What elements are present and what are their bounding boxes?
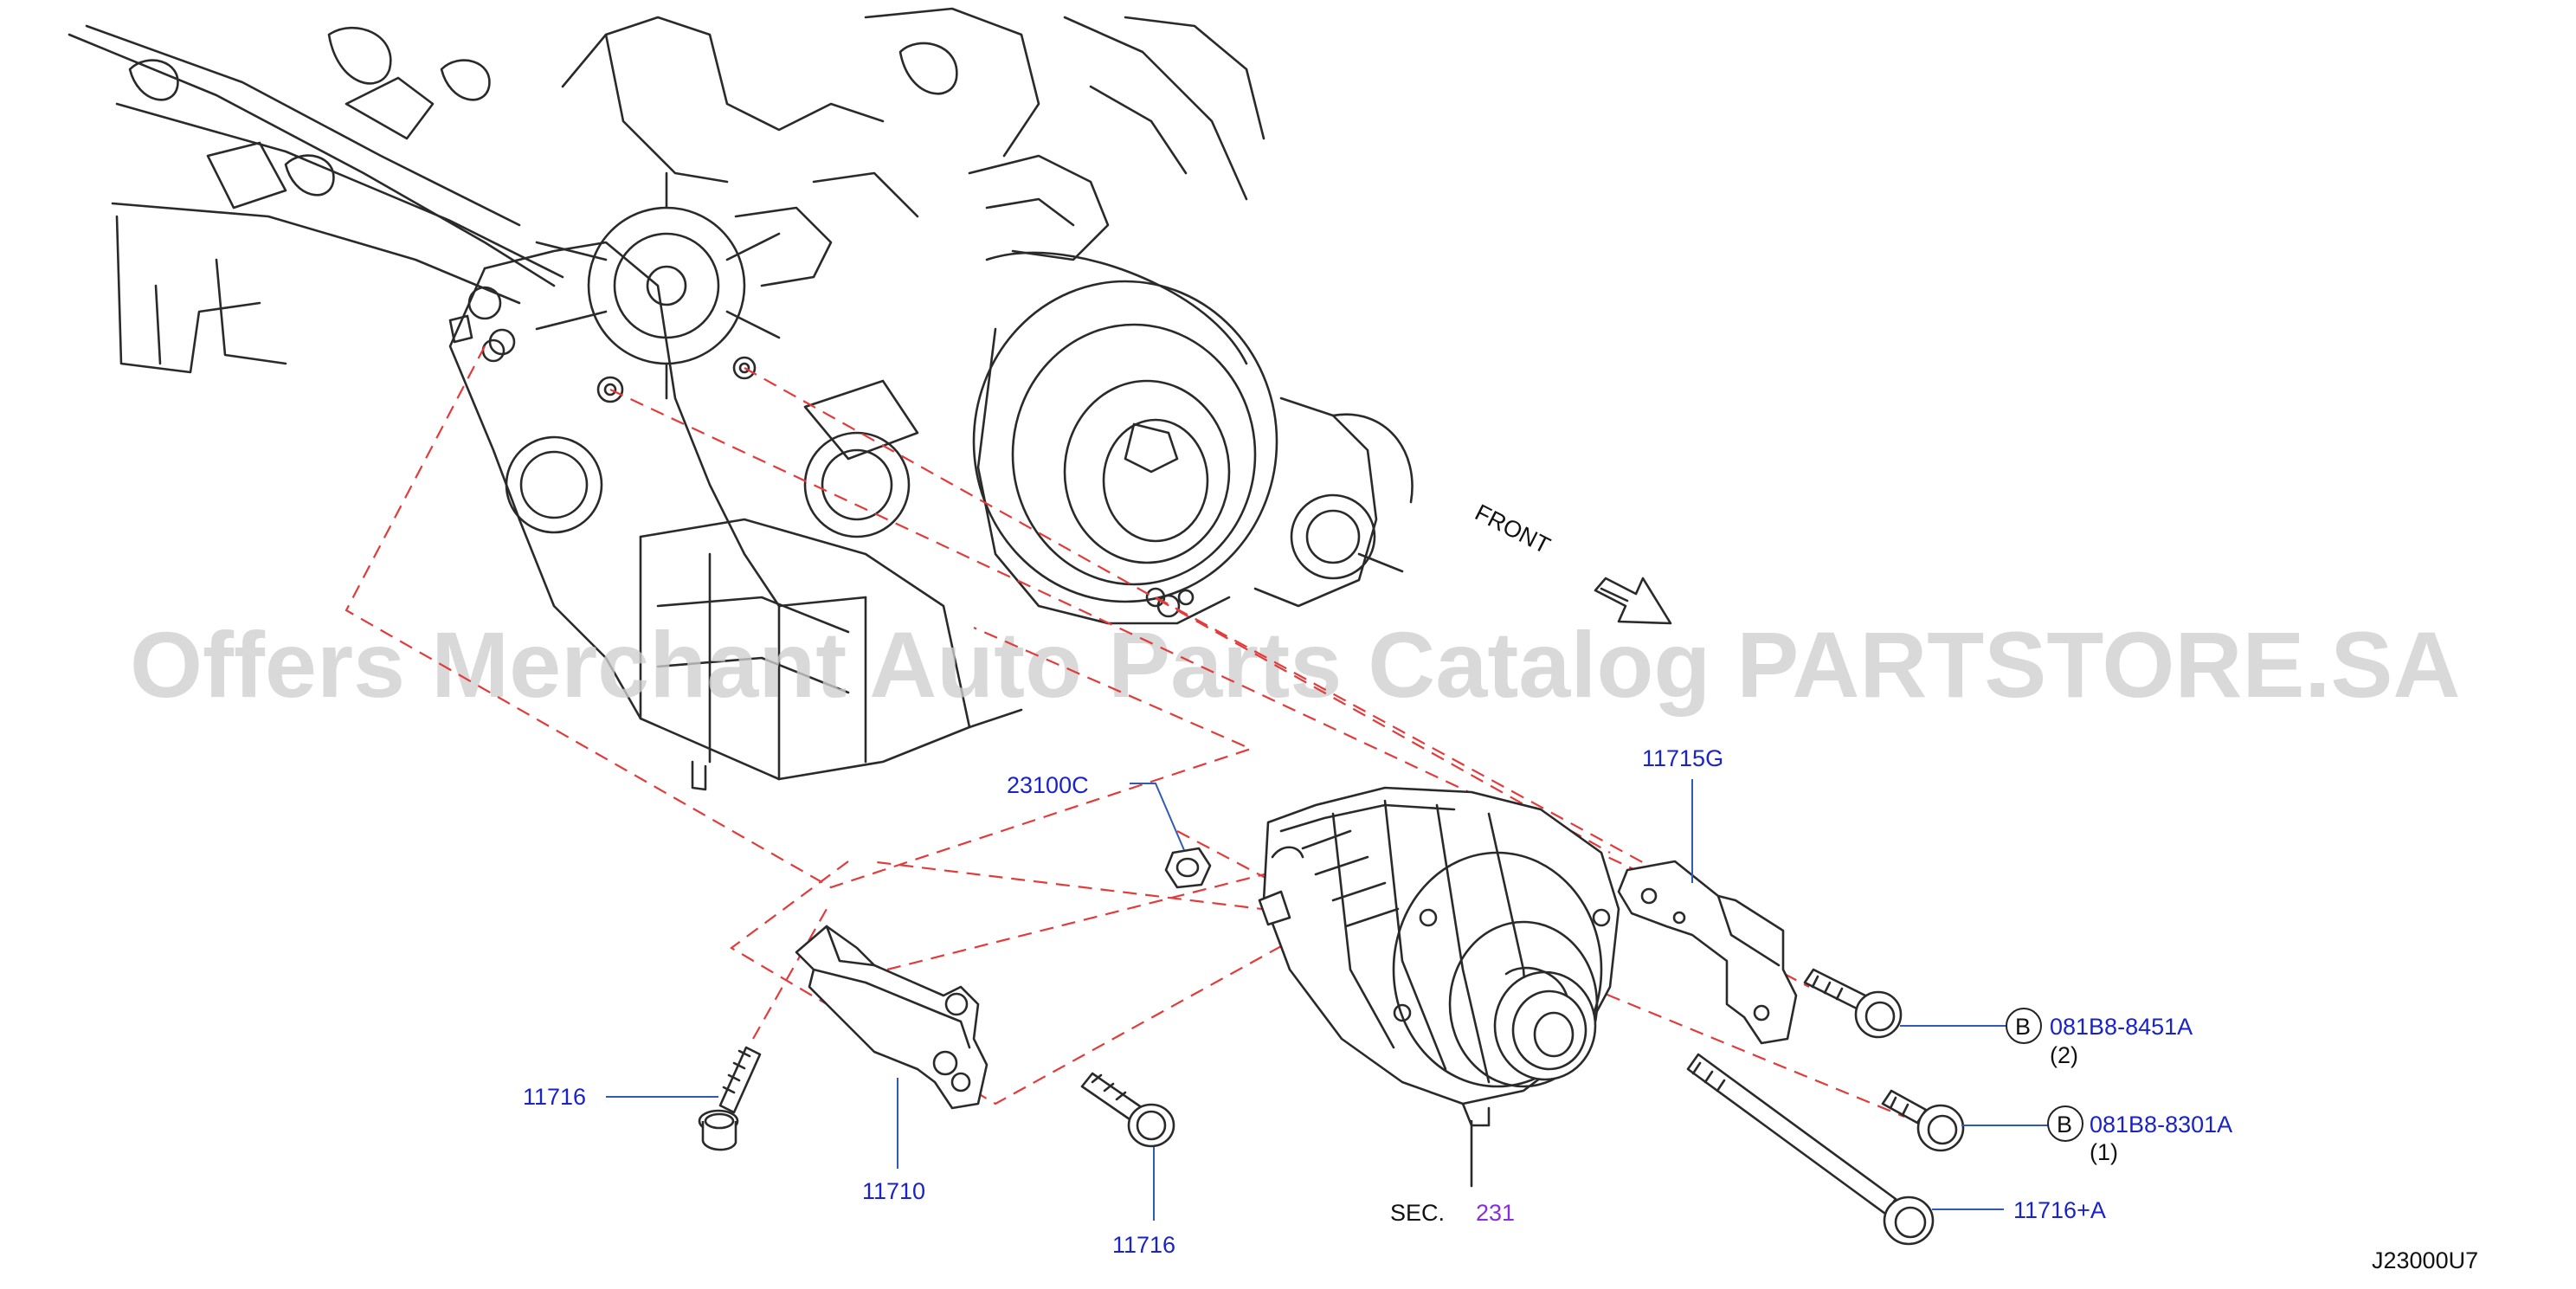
part-label-11716a[interactable]: 11716+A xyxy=(2013,1197,2106,1223)
guide-pulley-to-bracket xyxy=(1155,596,1697,893)
section-ref-231[interactable]: 231 xyxy=(1476,1200,1515,1226)
guide-bolt-8301a xyxy=(1419,916,1905,1118)
bolt-11716-bottom-illustration xyxy=(1080,1072,1175,1148)
nut-23100c-illustration xyxy=(1164,847,1212,889)
leader-lines xyxy=(606,779,2049,1221)
circled-b-icon: B xyxy=(2047,1105,2083,1142)
leader-23100c xyxy=(1130,783,1185,851)
front-direction-arrow-icon xyxy=(1594,577,1672,625)
bracket-11710-illustration xyxy=(795,925,989,1110)
part-label-11716-bottom[interactable]: 11716 xyxy=(1112,1232,1175,1258)
part-label-23100c[interactable]: 23100C xyxy=(1007,772,1089,798)
bolt-11716-left-illustration xyxy=(698,1046,762,1151)
guide-bolt-11716-left xyxy=(752,908,828,1040)
guide-bracket-outline xyxy=(345,345,1254,889)
guide-bracket-box xyxy=(730,860,1336,1105)
part-label-11715g[interactable]: 11715G xyxy=(1642,745,1723,771)
diagram-code: J23000U7 xyxy=(2372,1247,2478,1273)
front-label: FRONT xyxy=(1471,499,1554,559)
bolt-marker-2: B xyxy=(2057,1112,2072,1138)
part-label-081b8-8451a[interactable]: 081B8-8451A xyxy=(2050,1014,2193,1040)
part-label-081b8-8301a[interactable]: 081B8-8301A xyxy=(2090,1112,2232,1138)
bracket-11715g-illustration xyxy=(1617,860,1798,1045)
part-label-11710[interactable]: 11710 xyxy=(862,1178,925,1204)
part-label-11716-left[interactable]: 11716 xyxy=(523,1084,586,1110)
front-direction-indicator: FRONT xyxy=(1471,499,1672,625)
engine-block-illustration xyxy=(68,7,1414,791)
quantity-8301a: (1) xyxy=(2090,1139,2118,1165)
guide-upper-long-2 xyxy=(744,367,1611,854)
assembly-guide-lines xyxy=(345,345,1905,1118)
alternator-illustration xyxy=(1258,786,1620,1188)
circled-b-icon: B xyxy=(2006,1008,2042,1044)
guide-bracket-to-alternator xyxy=(886,860,1317,971)
bolt-marker-1: B xyxy=(2015,1014,2031,1040)
watermark-text: Offers Merchant Auto Parts Catalog PARTS… xyxy=(130,612,2460,717)
section-prefix: SEC. xyxy=(1390,1200,1445,1226)
bolt-8301a-illustration xyxy=(1881,1089,1965,1152)
bolt-11716a-illustration xyxy=(1686,1053,1935,1246)
bolt-8451a-illustration xyxy=(1803,968,1903,1039)
quantity-8451a: (2) xyxy=(2050,1042,2078,1068)
